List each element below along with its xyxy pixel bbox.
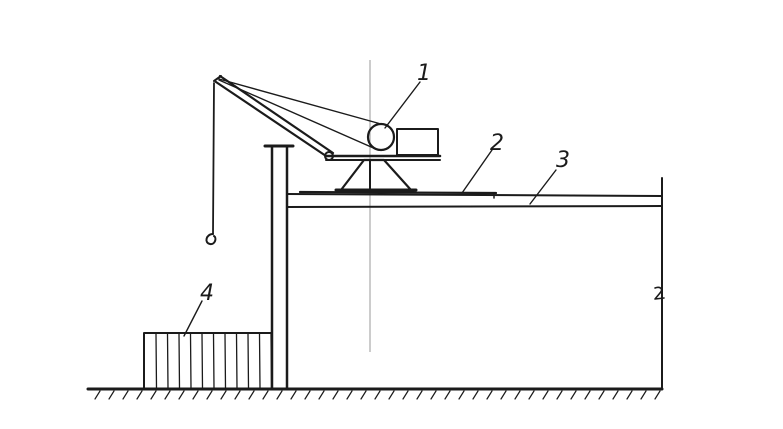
stack-divider (270, 333, 273, 389)
ground-hatch-mark (444, 390, 451, 400)
ground-hatch-mark (220, 390, 227, 400)
ground-hatch-mark (556, 390, 563, 400)
ground-hatch-mark (500, 390, 507, 400)
crane (205, 74, 442, 246)
stack-divider (247, 333, 250, 389)
stack-divider (235, 333, 238, 389)
leader-line-1 (384, 81, 421, 129)
leader-line-4 (183, 300, 203, 337)
callout-3: 3 (556, 148, 570, 173)
stack-divider (166, 333, 169, 389)
ground-hatch-mark (136, 390, 143, 400)
ground-hatch-mark (150, 390, 157, 400)
stack-divider (155, 333, 158, 389)
material-stack (143, 332, 273, 390)
callout-4: 4 (200, 281, 214, 306)
ground-hatch-mark (640, 390, 647, 400)
ground-hatch-mark (612, 390, 619, 400)
stack-divider (189, 333, 192, 389)
ground-hatch-mark (486, 390, 493, 400)
ground-hatch-mark (206, 390, 213, 400)
stack-divider (224, 333, 227, 389)
ground-hatch-mark (234, 390, 241, 400)
ground-hatch-mark (318, 390, 325, 400)
ground-hatch-mark (108, 390, 115, 400)
ground-hatch-mark (360, 390, 367, 400)
ground-hatch-mark (374, 390, 381, 400)
ground-hatch-mark (262, 390, 269, 400)
ground-hatch-mark (164, 390, 171, 400)
callout-2: 2 (490, 131, 504, 156)
leader-line-3 (529, 169, 557, 205)
ground-hatch-mark (248, 390, 255, 400)
ground-hatch-mark (542, 390, 549, 400)
building (263, 144, 663, 391)
ground-hatch-mark (332, 390, 339, 400)
ground-hatch-mark (598, 390, 605, 400)
ground-hatch-mark (276, 390, 283, 400)
ground-hatch-mark (94, 390, 101, 400)
callout-1: 1 (417, 61, 431, 86)
ground-hatch-mark (570, 390, 577, 400)
stack-divider (258, 333, 261, 389)
ground-hatch-mark (402, 390, 409, 400)
side-mark (654, 286, 665, 300)
ground-hatch-mark (472, 390, 479, 400)
ground-hatch-mark (178, 390, 185, 400)
ground-hatch-mark (528, 390, 535, 400)
ground-hatch-mark (122, 390, 129, 400)
ground-hatch-mark (584, 390, 591, 400)
stack-divider (212, 333, 215, 389)
ground-hatch-mark (430, 390, 437, 400)
ground-hatch-mark (346, 390, 353, 400)
ground-hatch-mark (290, 390, 297, 400)
ground-hatch-mark (388, 390, 395, 400)
stack-divider (201, 333, 204, 389)
rail (298, 190, 498, 195)
ground-hatch-mark (654, 390, 661, 400)
ground-hatch-mark (416, 390, 423, 400)
ground-hatch-mark (458, 390, 465, 400)
ground (86, 387, 664, 400)
ground-hatch-mark (514, 390, 521, 400)
ground-hatch-mark (192, 390, 199, 400)
leader-line-2 (461, 149, 493, 194)
ground-hatch-mark (304, 390, 311, 400)
stack-divider (178, 333, 181, 389)
ground-hatch-mark (626, 390, 633, 400)
